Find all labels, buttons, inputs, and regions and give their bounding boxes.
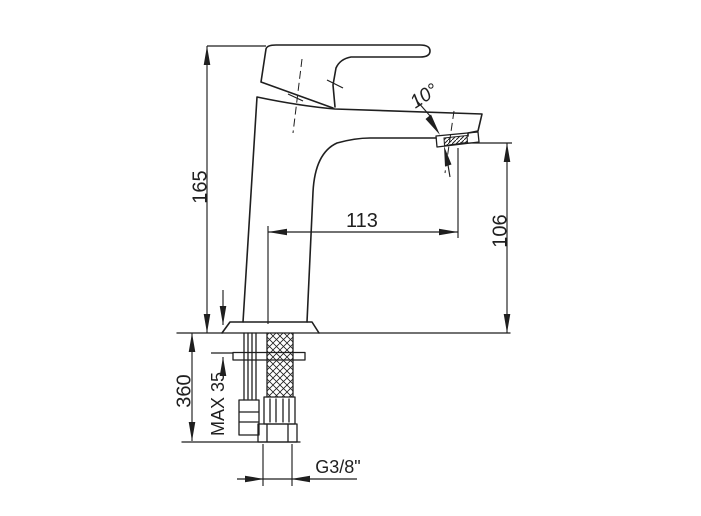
hose-hex-connector-nut xyxy=(257,423,298,443)
faucet-body-outline xyxy=(242,96,483,323)
dim-360-label: 360 xyxy=(174,374,196,407)
dim-106-arrowheads xyxy=(503,143,511,333)
dim-angle-label: 10° xyxy=(407,80,443,113)
faucet-lever-outline xyxy=(260,44,431,109)
dim-106-label: 106 xyxy=(490,214,512,247)
faucet-outline xyxy=(221,44,483,334)
dim-165-label: 165 xyxy=(190,170,212,203)
dim-angle-leader-line xyxy=(416,100,451,178)
dim-106-lines xyxy=(460,142,512,333)
dim-113-label: 113 xyxy=(346,210,378,232)
dimension-spout-reach: 113 xyxy=(267,148,459,324)
handle-tick-mark xyxy=(326,79,344,89)
faucet-base-plate xyxy=(221,321,320,334)
dimension-outlet-angle: 10° xyxy=(407,80,452,178)
dimension-connection-thread: G3/8" xyxy=(237,444,361,486)
dim-thread-arrowheads xyxy=(245,475,310,483)
dimension-hose-length: 360 xyxy=(174,333,196,441)
handle-base-tick-mark xyxy=(287,93,304,102)
threaded-mounting-rod xyxy=(243,332,257,401)
dim-113-arrowheads xyxy=(268,228,458,236)
below-counter-plumbing xyxy=(176,332,511,443)
braided-supply-hose xyxy=(267,333,293,397)
handle-centerline xyxy=(292,58,303,134)
hose-crimp-sleeve xyxy=(263,396,296,425)
braided-supply-hose-edges xyxy=(266,332,294,398)
spout-aerator-outline xyxy=(435,131,480,148)
dim-113-lines xyxy=(267,148,459,324)
dim-thread-label: G3/8" xyxy=(315,457,360,477)
dim-angle-arrowheads xyxy=(425,114,452,167)
dimension-max-deck-thickness: MAX 35 xyxy=(208,290,233,436)
dim-max35-label: MAX 35 xyxy=(208,372,228,436)
dimension-overall-height: 165 xyxy=(190,45,266,333)
dimension-outlet-height: 106 xyxy=(460,142,512,333)
rod-lock-nut xyxy=(238,399,260,436)
centerlines xyxy=(287,58,455,174)
dim-max35-arrowheads xyxy=(219,306,227,376)
dim-165-lines xyxy=(206,45,266,333)
